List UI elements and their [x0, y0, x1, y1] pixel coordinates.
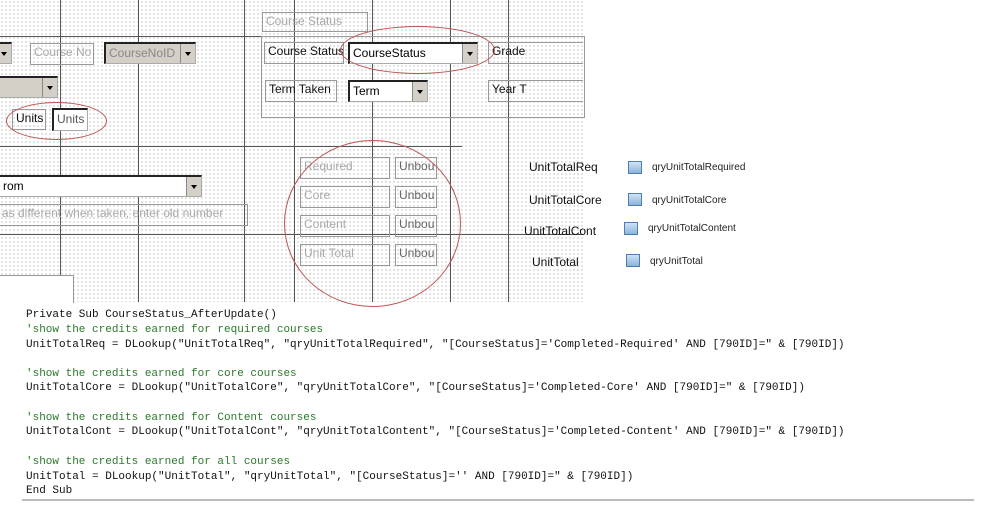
dropdown-arrow-icon [0, 44, 11, 63]
mapping-field: UnitTotal [532, 255, 579, 269]
code-line: UnitTotalCore = DLookup("UnitTotalCore",… [26, 382, 805, 394]
query-icon [628, 161, 642, 174]
grid-line [138, 0, 139, 302]
course-no-label: Course No [30, 43, 94, 65]
grade-label: Grade [488, 42, 583, 64]
annotation-circle [284, 140, 461, 307]
grid-line [294, 0, 295, 302]
course-no-combo[interactable]: CourseNoID [104, 42, 196, 64]
code-line: Private Sub CourseStatus_AfterUpdate() [26, 309, 277, 321]
code-comment: 'show the credits earned for Content cou… [26, 412, 317, 424]
from-combo[interactable]: rom [0, 175, 202, 197]
combo-grey[interactable] [0, 76, 58, 98]
mapping-query: qryUnitTotalCore [652, 195, 727, 206]
form-design-view: Course No CourseNoID Units Units rom as … [0, 0, 585, 303]
course-status-label: Course Status [264, 42, 344, 64]
combo-value: CourseNoID [109, 46, 176, 60]
grid-line [508, 0, 509, 302]
code-line: UnitTotalCont = DLookup("UnitTotalCont",… [26, 426, 845, 438]
dropdown-arrow-icon [42, 78, 57, 97]
code-line: End Sub [26, 485, 73, 497]
term-taken-label: Term Taken [265, 80, 337, 102]
procedure-separator [22, 499, 974, 501]
section-footer [0, 275, 74, 303]
mapping-query: qryUnitTotalContent [648, 223, 736, 234]
annotation-ellipse [6, 102, 107, 140]
mapping-query: qryUnitTotalRequired [652, 162, 746, 173]
dropdown-arrow-icon [412, 82, 427, 101]
code-comment: 'show the credits earned for core course… [26, 368, 297, 380]
query-icon [624, 222, 638, 235]
term-combo[interactable]: Term [348, 80, 428, 102]
combo-partial[interactable] [0, 42, 12, 64]
grid-line [244, 0, 245, 302]
grid-line [0, 146, 462, 147]
query-icon [628, 193, 642, 206]
mapping-field: UnitTotalCore [529, 193, 602, 207]
code-line: UnitTotal = DLookup("UnitTotal", "qryUni… [26, 471, 634, 483]
dropdown-arrow-icon [180, 44, 195, 63]
code-comment: 'show the credits earned for required co… [26, 324, 324, 336]
old-number-note: as different when taken, enter old numbe… [0, 204, 248, 226]
mapping-field: UnitTotalReq [529, 160, 598, 174]
dropdown-arrow-icon [186, 177, 201, 196]
combo-value: rom [3, 179, 24, 193]
year-label: Year T [488, 80, 583, 102]
code-line: UnitTotalReq = DLookup("UnitTotalReq", "… [26, 339, 845, 351]
mapping-query: qryUnitTotal [650, 256, 703, 267]
code-comment: 'show the credits earned for all courses [26, 456, 291, 468]
annotation-ellipse [340, 26, 495, 74]
combo-value: Term [353, 84, 380, 98]
mapping-field: UnitTotalCont [524, 224, 597, 238]
course-status-group-label: Course Status [262, 12, 368, 32]
query-icon [626, 254, 640, 267]
grid-line [450, 0, 451, 302]
